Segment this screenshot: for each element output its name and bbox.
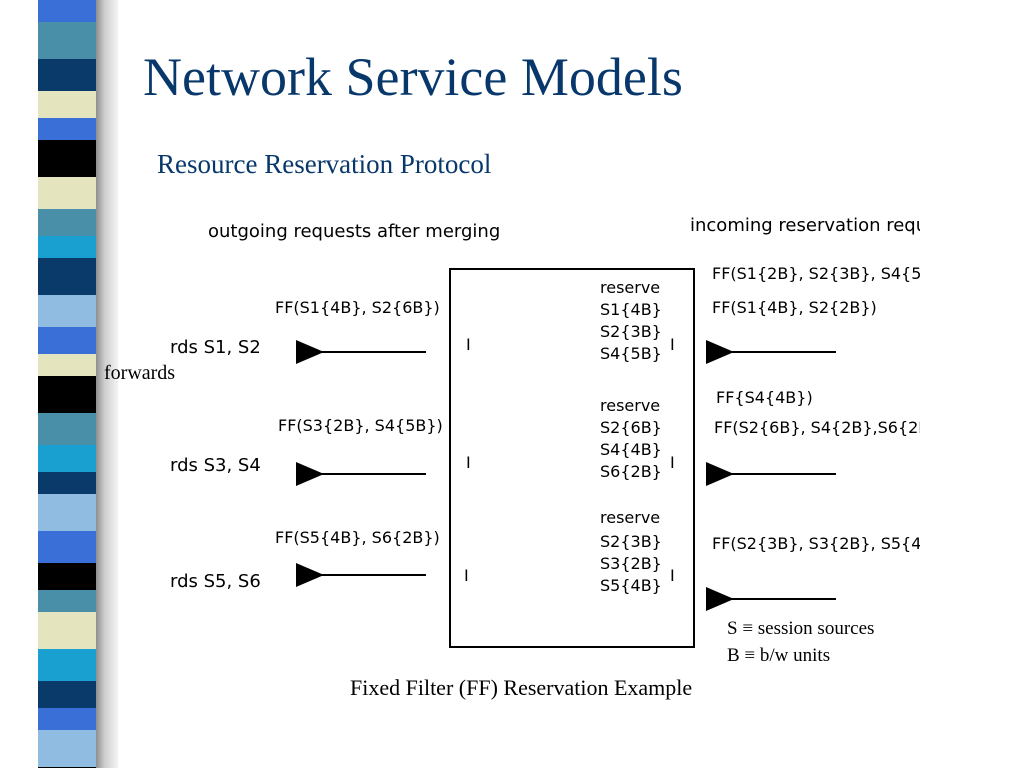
stripe-segment [38,376,98,413]
stripe-segment [38,295,98,327]
incoming-request: FF(S2{6B}, S4{2B},S6{2I [714,418,920,437]
stripe-segment [38,0,98,22]
reserve-entry: S3{2B} [600,554,662,573]
incoming-request: FF(S2{3B}, S3{2B}, S5{4 [712,534,920,553]
stripe-segment [38,563,98,590]
forward-label: rds S5, S6 [170,571,261,592]
incoming-request: FF{S4{4B}) [716,388,813,407]
legend-item-bandwidth: B ≡ b/w units [727,645,831,666]
reserve-entry: S6{2B} [600,462,662,481]
right-heading: incoming reservation reque [690,215,920,236]
stripe-segment [38,59,98,91]
reserve-entry: S4{4B} [600,440,662,459]
router-box [449,268,695,648]
stripe-segment [38,681,98,708]
forwards-label: forwards [104,362,176,384]
stripe-segment [38,22,98,59]
stripe-segment [38,236,98,258]
stripe-segment [38,177,98,209]
decorative-stripe-bar [0,0,118,768]
legend: S ≡ session sources B ≡ b/w units [727,615,874,669]
slide-subtitle: Resource Reservation Protocol [157,149,492,179]
reserve-entry: S4{5B} [600,344,662,363]
stripe-segment [38,209,98,236]
stripe-segment [38,730,98,767]
reserve-entry: S2{6B} [600,418,662,437]
stripe-segment [38,472,98,494]
stripe-segment [38,354,98,376]
stripe-segment [38,531,98,563]
interface-mark: I [670,566,675,585]
rsvp-diagram: outgoing requests after merging incoming… [170,205,920,655]
stripe-segment [38,258,98,295]
reserve-label: reserve [600,278,660,297]
stripe-segment [38,118,98,140]
stripe-segment [38,413,98,445]
forward-label: rds S3, S4 [170,455,261,476]
figure-caption: Fixed Filter (FF) Reservation Example [350,675,693,700]
reserve-entry: S1{4B} [600,300,662,319]
outgoing-request: FF(S5{4B}, S6{2B}) [275,528,440,547]
incoming-request: FF(S1{4B}, S2{2B}) [712,298,877,317]
interface-mark: I [670,335,675,354]
stripe-segment [38,708,98,730]
legend-item-sources: S ≡ session sources [727,618,875,639]
outgoing-request: FF(S1{4B}, S2{6B}) [275,298,440,317]
interface-mark: I [466,453,471,472]
interface-mark: I [464,566,469,585]
interface-mark: I [466,335,471,354]
stripe-segment [38,91,98,118]
stripe-segment [38,445,98,472]
stripe-segment [38,649,98,681]
slide-title: Network Service Models [143,47,683,107]
incoming-request: FF(S1{2B}, S2{3B}, S4{5 [712,264,920,283]
reserve-entry: S2{3B} [600,322,662,341]
reserve-entry: S2{3B} [600,532,662,551]
interface-mark: I [670,453,675,472]
stripe-segment [38,140,98,177]
forward-label: rds S1, S2 [170,337,261,358]
stripe-segment [38,590,98,612]
stripe-segment [38,327,98,354]
outgoing-request: FF(S3{2B}, S4{5B}) [278,416,443,435]
reserve-entry: S5{4B} [600,576,662,595]
left-heading: outgoing requests after merging [208,221,500,242]
reserve-label: reserve [600,396,660,415]
stripe-segment [38,494,98,531]
stripe-segment [38,612,98,649]
reserve-label: reserve [600,508,660,527]
